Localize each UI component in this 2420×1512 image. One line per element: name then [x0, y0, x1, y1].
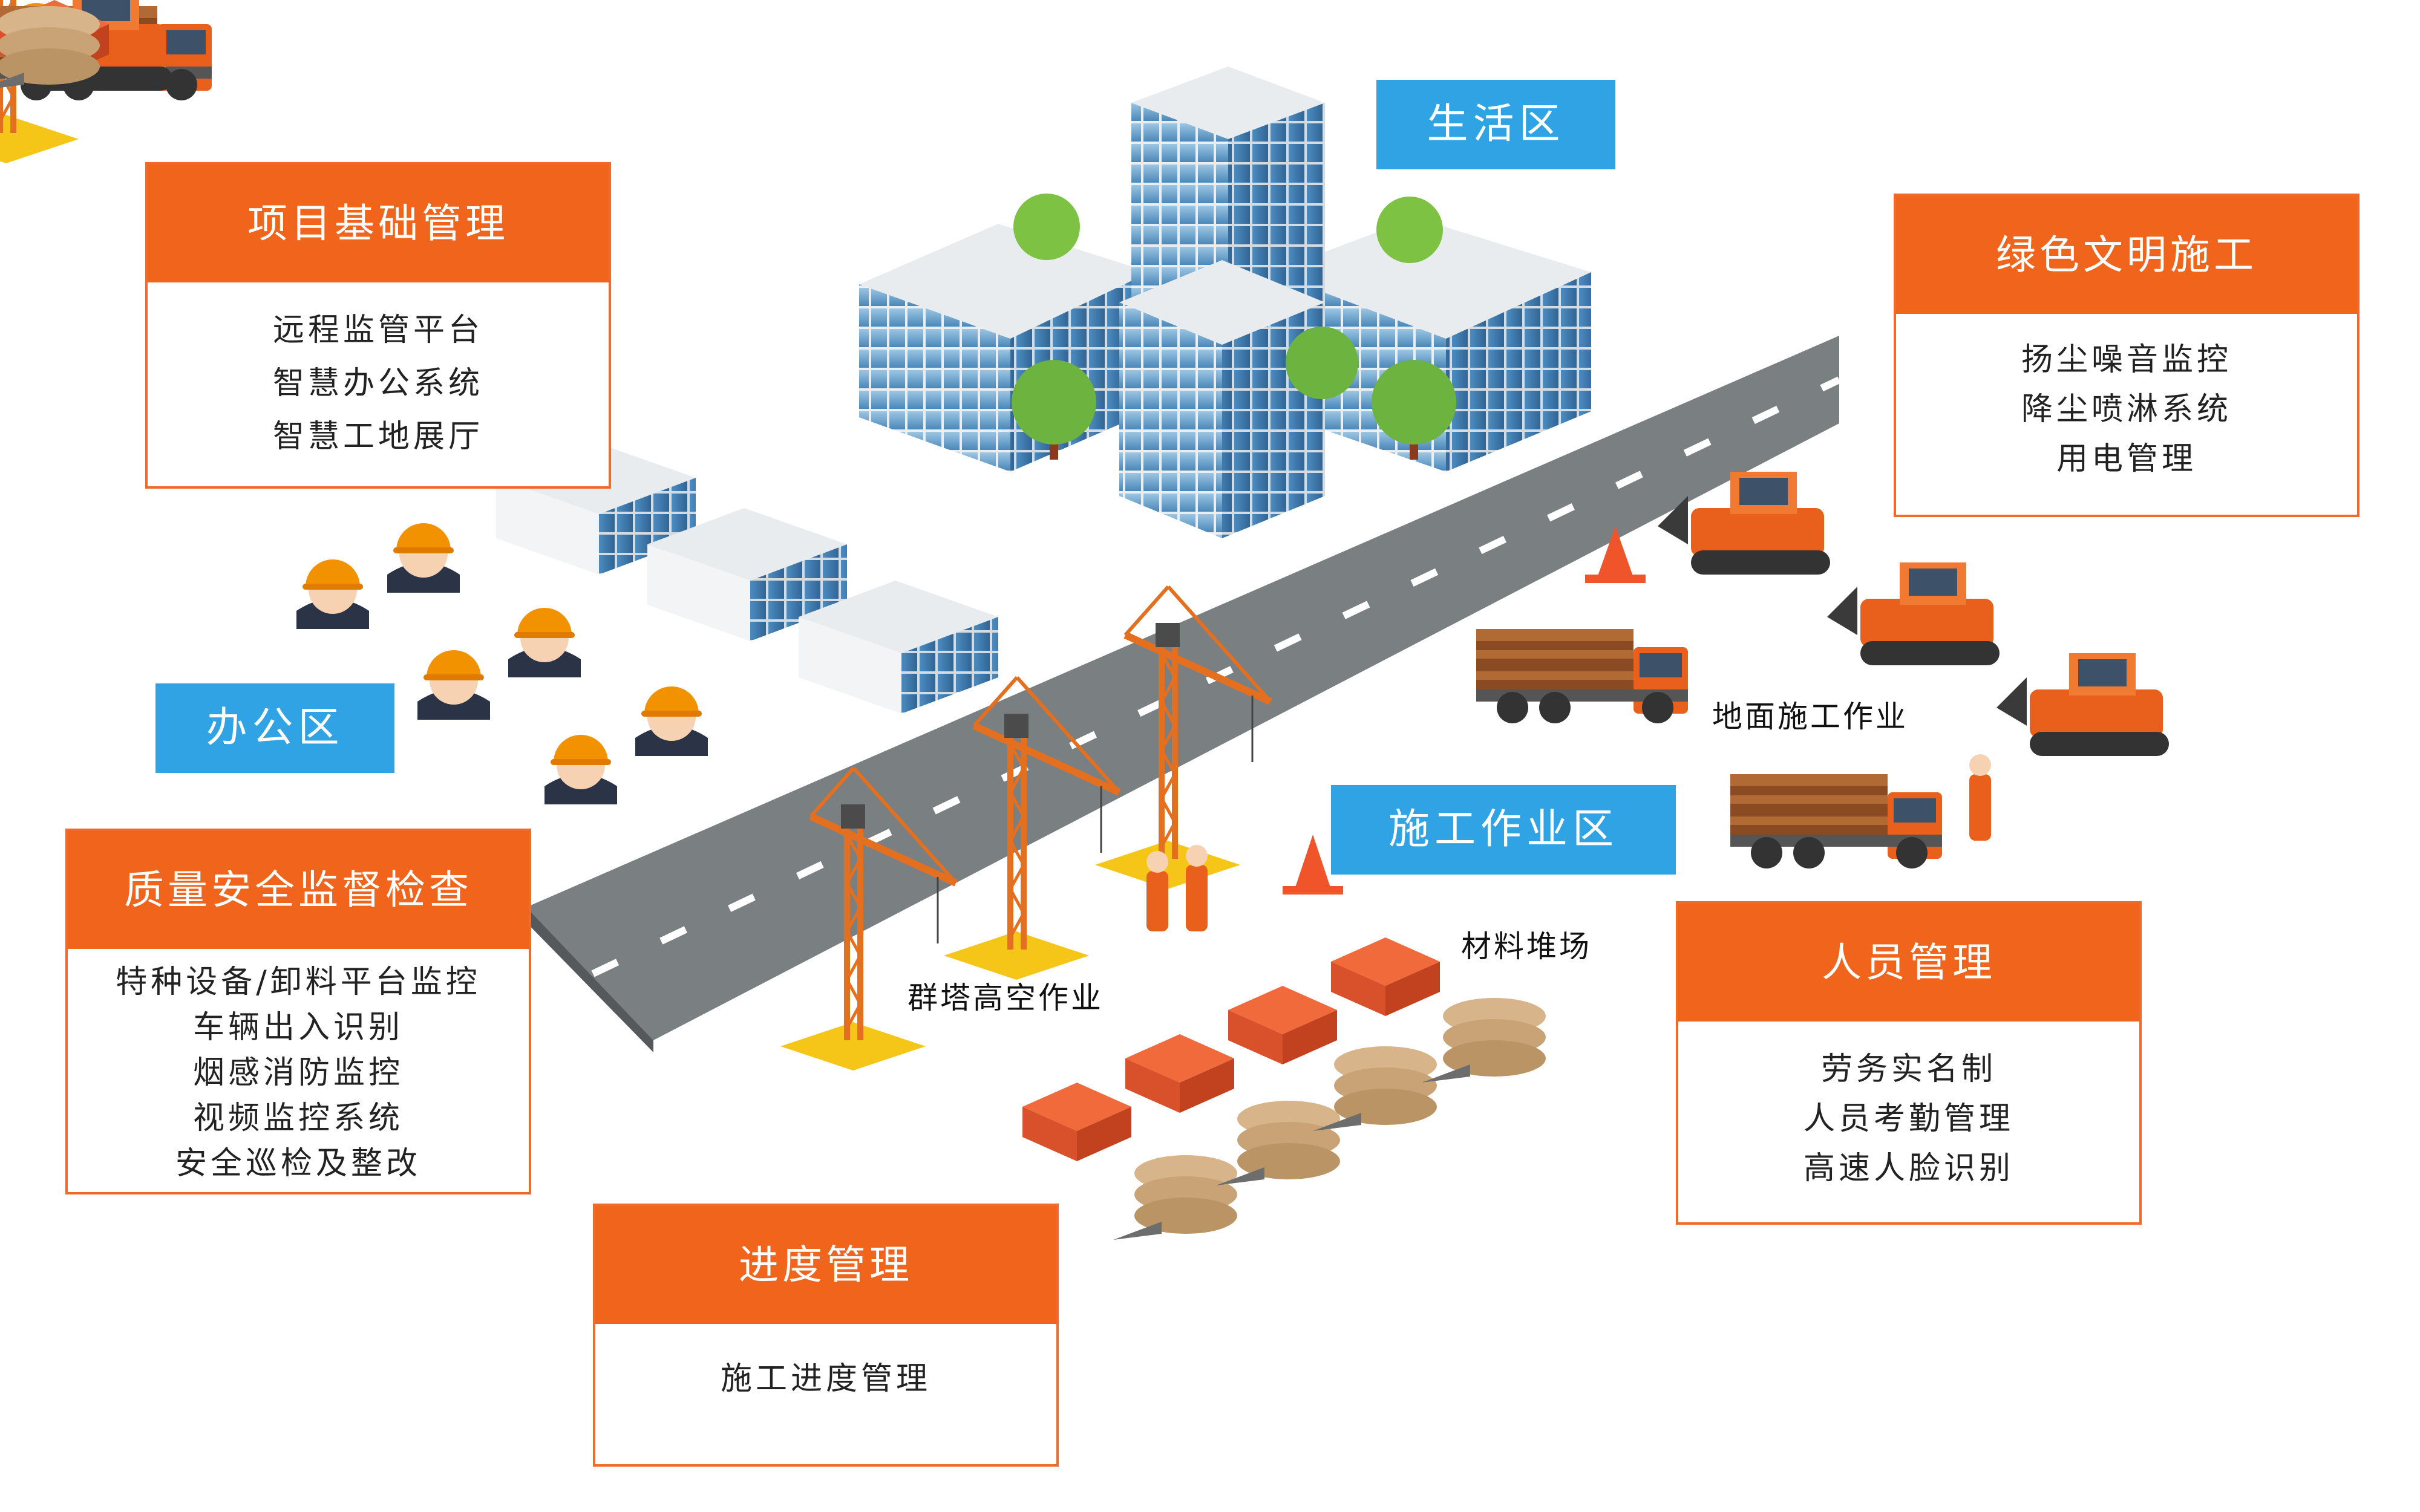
- quality-safety-item: 车辆出入识别: [192, 1009, 404, 1046]
- zone-label-living: 生活区: [1376, 80, 1615, 169]
- tower-crane-label: 群塔高空作业: [908, 980, 1104, 1015]
- living-buildings: [859, 67, 1591, 538]
- project-basic-item: 远程监管平台: [272, 312, 483, 348]
- quality-safety-title: 质量安全监督检查: [68, 831, 529, 949]
- ground-work-label: 地面施工作业: [1712, 699, 1908, 734]
- quality-safety-item: 安全巡检及整改: [175, 1145, 421, 1182]
- green-construction-title: 绿色文明施工: [1896, 196, 2357, 314]
- material-yard-label: 材料堆场: [1461, 929, 1592, 964]
- progress-panel: 进度管理 施工进度管理: [593, 1204, 1059, 1467]
- zone-label-office: 办公区: [155, 683, 394, 773]
- quality-safety-item: 烟感消防监控: [192, 1055, 404, 1091]
- personnel-panel: 人员管理 劳务实名制 人员考勤管理 高速人脸识别: [1676, 901, 2142, 1225]
- progress-title: 进度管理: [595, 1206, 1056, 1324]
- green-construction-item: 扬尘噪音监控: [2021, 342, 2232, 378]
- personnel-item: 人员考勤管理: [1803, 1101, 2014, 1137]
- zone-label-construction: 施工作业区: [1331, 785, 1676, 875]
- office-buildings: [496, 442, 998, 714]
- green-construction-item: 用电管理: [2056, 441, 2197, 477]
- progress-item: 施工进度管理: [720, 1361, 931, 1397]
- project-basic-item: 智慧工地展厅: [272, 419, 483, 455]
- green-construction-panel: 绿色文明施工 扬尘噪音监控 降尘喷淋系统 用电管理: [1894, 194, 2360, 517]
- quality-safety-item: 特种设备/卸料平台监控: [116, 964, 481, 1000]
- construction-workers: [1146, 754, 1991, 931]
- personnel-title: 人员管理: [1678, 904, 2139, 1022]
- personnel-item: 高速人脸识别: [1803, 1150, 2014, 1187]
- tree-icon: [1012, 194, 1456, 460]
- quality-safety-panel: 质量安全监督检查 特种设备/卸料平台监控 车辆出入识别 烟感消防监控 视频监控系…: [65, 829, 531, 1194]
- project-basic-panel: 项目基础管理 远程监管平台 智慧办公系统 智慧工地展厅: [145, 162, 611, 489]
- project-basic-title: 项目基础管理: [148, 165, 609, 282]
- material-piles: [0, 0, 1546, 1240]
- traffic-cone-icon: [1283, 526, 1646, 894]
- project-basic-item: 智慧办公系统: [272, 365, 483, 402]
- green-construction-item: 降尘喷淋系统: [2021, 391, 2232, 428]
- quality-safety-item: 视频监控系统: [192, 1100, 404, 1136]
- personnel-item: 劳务实名制: [1820, 1051, 1996, 1087]
